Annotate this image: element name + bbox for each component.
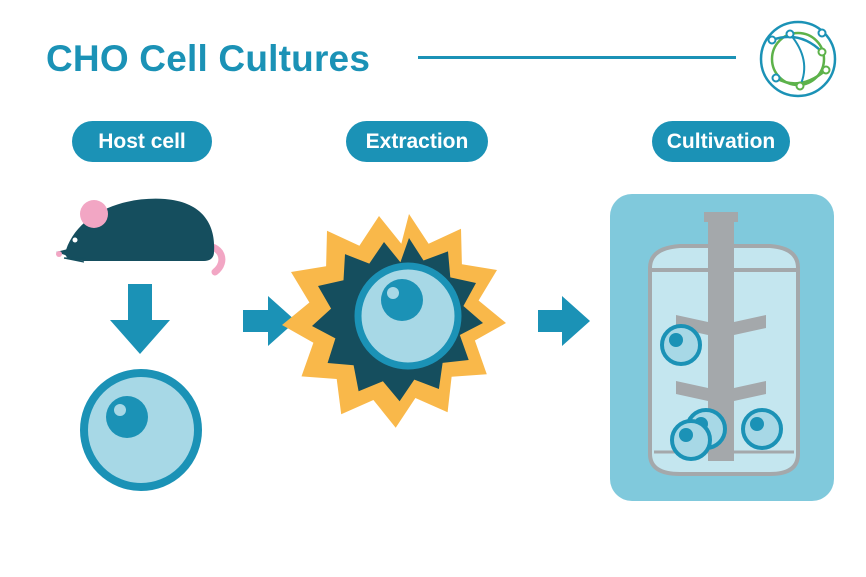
right-arrow-icon <box>538 296 590 346</box>
down-arrow-icon <box>110 284 170 354</box>
host-cell-icon <box>80 369 202 491</box>
bioreactor-icon <box>610 194 834 501</box>
step-label-extraction: Extraction <box>346 121 488 162</box>
burst-cell-icon <box>282 214 506 428</box>
page-title: CHO Cell Cultures <box>46 38 371 79</box>
suspended-cell-icon <box>660 324 702 366</box>
right-arrow-icon <box>243 296 296 346</box>
step-label-host-cell: Host cell <box>72 121 212 162</box>
suspended-cell-icon <box>741 408 783 450</box>
mouse-icon <box>56 198 226 276</box>
network-circle-logo-icon <box>759 20 837 98</box>
title-rule-divider <box>418 56 736 59</box>
suspended-cell-icon <box>670 419 712 461</box>
step-label-cultivation: Cultivation <box>652 121 790 162</box>
